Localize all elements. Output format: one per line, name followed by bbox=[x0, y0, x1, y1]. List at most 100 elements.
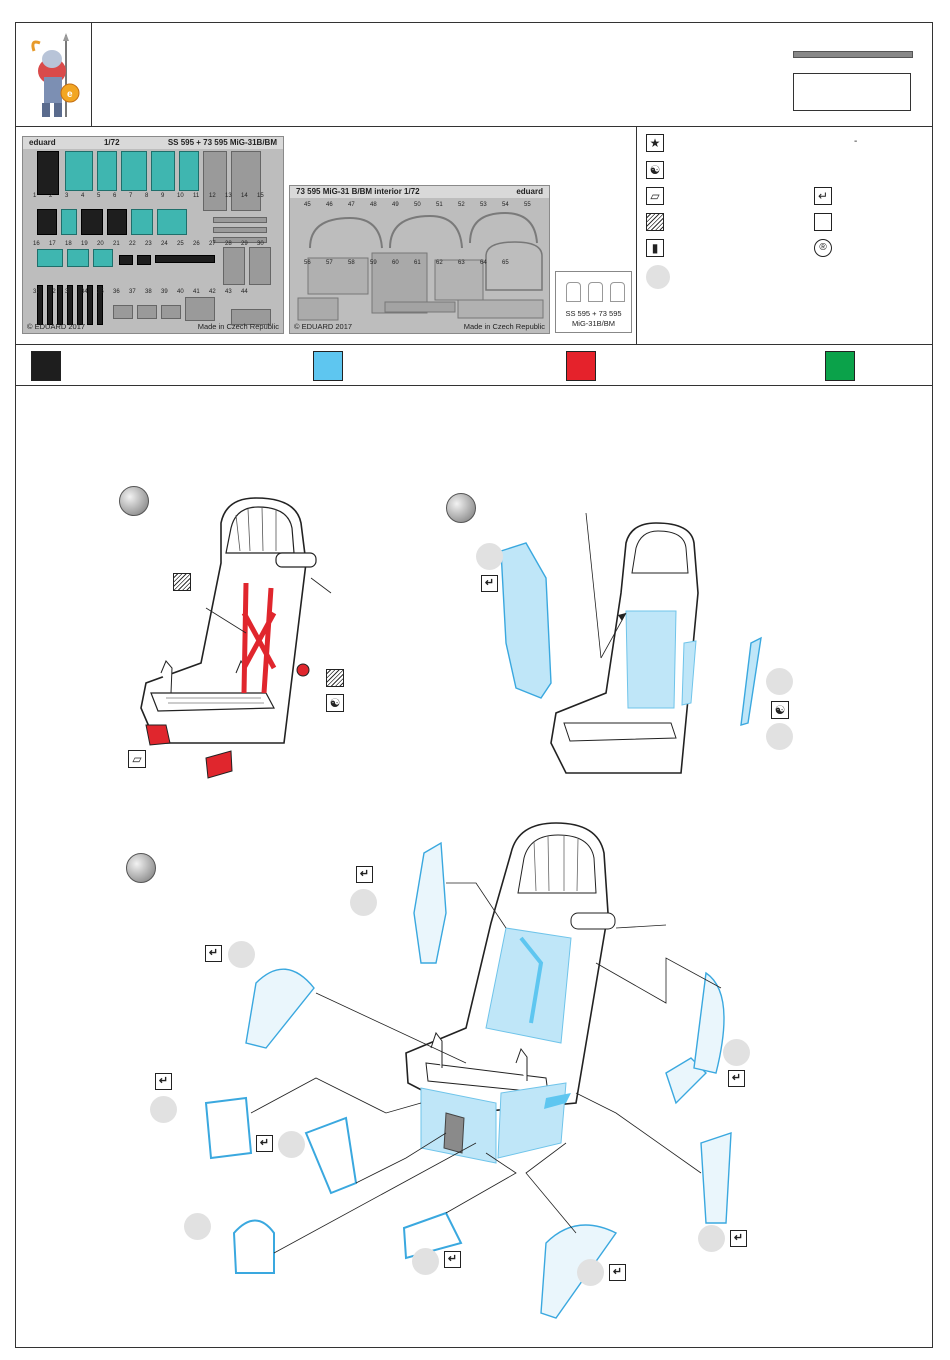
drill-icon: ▮ bbox=[646, 239, 664, 257]
mask-fret-line1: SS 595 + 73 595 bbox=[565, 309, 622, 318]
fret2-part-number: 64 bbox=[480, 260, 487, 266]
fret1-part-number: 8 bbox=[145, 193, 149, 199]
fret1-title: SS 595 + 73 595 MiG-31B/BM bbox=[167, 138, 277, 147]
fret1-part bbox=[37, 209, 57, 235]
fret1-part bbox=[179, 151, 199, 191]
fret1-part-number: 41 bbox=[193, 289, 200, 295]
fret1-scale: 1/72 bbox=[103, 138, 120, 147]
fret1-part-number: 34 bbox=[81, 289, 88, 295]
fret1-part-number: 36 bbox=[113, 289, 120, 295]
fret1-part bbox=[57, 285, 63, 325]
step-3-part-circle-1 bbox=[350, 889, 377, 916]
star-icon: ★ bbox=[646, 134, 664, 152]
fret1-part-number: 6 bbox=[113, 193, 117, 199]
fret1-part-number: 4 bbox=[81, 193, 85, 199]
instruction-sheet: e eduard 1/72 SS 595 + 73 595 MiG-31B/BM… bbox=[15, 22, 933, 1348]
fret2-title: 73 595 MiG-31 B/BM interior 1/72 bbox=[296, 187, 420, 196]
color-swatch-black bbox=[31, 351, 61, 381]
fret1-part-number: 22 bbox=[129, 241, 136, 247]
fret1-part bbox=[61, 209, 77, 235]
fret1-part-number: 5 bbox=[97, 193, 101, 199]
fret1-part bbox=[93, 249, 113, 267]
fret1-part-number: 29 bbox=[241, 241, 248, 247]
step-1-yinyang-icon: ☯ bbox=[326, 694, 344, 712]
fret1-part-number: 39 bbox=[161, 289, 168, 295]
fret2-part-number: 61 bbox=[414, 260, 421, 266]
mask-fret-line2: MiG-31B/BM bbox=[572, 319, 615, 328]
step-3-part-circle-5 bbox=[184, 1213, 211, 1240]
fret1-part bbox=[231, 309, 271, 325]
fret1-part bbox=[213, 227, 267, 233]
fret1-part-number: 31 bbox=[33, 289, 40, 295]
fret1-part bbox=[67, 285, 73, 325]
fret1-part-number: 35 bbox=[97, 289, 104, 295]
fret1-part bbox=[113, 305, 133, 319]
header-bar bbox=[793, 51, 913, 58]
fret1-part bbox=[119, 255, 133, 265]
step-2-circle bbox=[446, 493, 476, 523]
fret1-part-number: 12 bbox=[209, 193, 216, 199]
fret2-part-number: 63 bbox=[458, 260, 465, 266]
fret1-part bbox=[185, 297, 215, 321]
fret1-part-number: 11 bbox=[193, 193, 200, 199]
mask-fret: SS 595 + 73 595 MiG-31B/BM bbox=[555, 271, 632, 333]
fret1-header: eduard 1/72 SS 595 + 73 595 MiG-31B/BM bbox=[23, 137, 283, 149]
step-2-bend-icon-1: ↵ bbox=[481, 575, 498, 592]
step-2-part-circle-2 bbox=[766, 668, 793, 695]
fret1-part bbox=[37, 249, 63, 267]
fret2-part-number: 53 bbox=[480, 202, 487, 208]
fret2-part-number: 56 bbox=[304, 260, 311, 266]
step-3-bend-icon-1: ↵ bbox=[356, 866, 373, 883]
fret-73595: 73 595 MiG-31 B/BM interior 1/72 eduard … bbox=[289, 185, 550, 334]
legend-dash: - bbox=[854, 136, 858, 147]
fret1-part bbox=[161, 305, 181, 319]
fret1-part-number: 17 bbox=[49, 241, 56, 247]
fret1-brand: eduard bbox=[29, 138, 56, 147]
fret2-part-number: 51 bbox=[436, 202, 443, 208]
fret2-header: 73 595 MiG-31 B/BM interior 1/72 eduard bbox=[290, 186, 549, 198]
step-3-part-circle-7 bbox=[577, 1259, 604, 1286]
fret1-part bbox=[37, 285, 43, 325]
fret1-part-number: 16 bbox=[33, 241, 40, 247]
mask-2 bbox=[588, 282, 603, 302]
fret2-part-number: 65 bbox=[502, 260, 509, 266]
step-3-bend-icon-5: ↵ bbox=[444, 1251, 461, 1268]
bend-icon: ↵ bbox=[814, 187, 832, 205]
fret1-part bbox=[137, 305, 157, 319]
step-3-part-circle-8 bbox=[723, 1039, 750, 1066]
fret2-part-number: 47 bbox=[348, 202, 355, 208]
mask-1 bbox=[566, 282, 581, 302]
fret1-part-number: 19 bbox=[81, 241, 88, 247]
step-3-bend-icon-2: ↵ bbox=[205, 945, 222, 962]
color-swatch-green bbox=[825, 351, 855, 381]
yin-yang-icon: ☯ bbox=[646, 161, 664, 179]
fret2-part-number: 55 bbox=[524, 202, 531, 208]
fret1-part-number: 33 bbox=[65, 289, 72, 295]
step-1-hatch-icon bbox=[173, 573, 191, 591]
fret1-part bbox=[65, 151, 93, 191]
fret1-part bbox=[213, 217, 267, 223]
box-icon bbox=[814, 213, 832, 231]
fret1-made-in: Made in Czech Republic bbox=[197, 322, 279, 331]
fret2-brand: eduard bbox=[516, 187, 543, 196]
fret1-part bbox=[231, 151, 261, 211]
fret1-part-number: 27 bbox=[209, 241, 216, 247]
fret1-part-number: 30 bbox=[257, 241, 264, 247]
step-1-foil-icon: ▱ bbox=[128, 750, 146, 768]
fret1-part-number: 2 bbox=[49, 193, 53, 199]
fret1-part-number: 23 bbox=[145, 241, 152, 247]
fret2-part-number: 45 bbox=[304, 202, 311, 208]
fret2-part-number: 62 bbox=[436, 260, 443, 266]
step-2-seat-drawing bbox=[500, 512, 762, 774]
step-3-part-circle-6 bbox=[412, 1248, 439, 1275]
color-swatch-red bbox=[566, 351, 596, 381]
fret1-copyright: © EDUARD 2017 bbox=[27, 322, 86, 331]
fret1-part-number: 18 bbox=[65, 241, 72, 247]
hatch-icon bbox=[646, 213, 664, 231]
step-3-part-circle-2 bbox=[228, 941, 255, 968]
fret1-part-number: 44 bbox=[241, 289, 248, 295]
part-number-circle-icon bbox=[646, 265, 670, 289]
fret1-part-number: 20 bbox=[97, 241, 104, 247]
mask-3 bbox=[610, 282, 625, 302]
fret1-part-number: 10 bbox=[177, 193, 184, 199]
